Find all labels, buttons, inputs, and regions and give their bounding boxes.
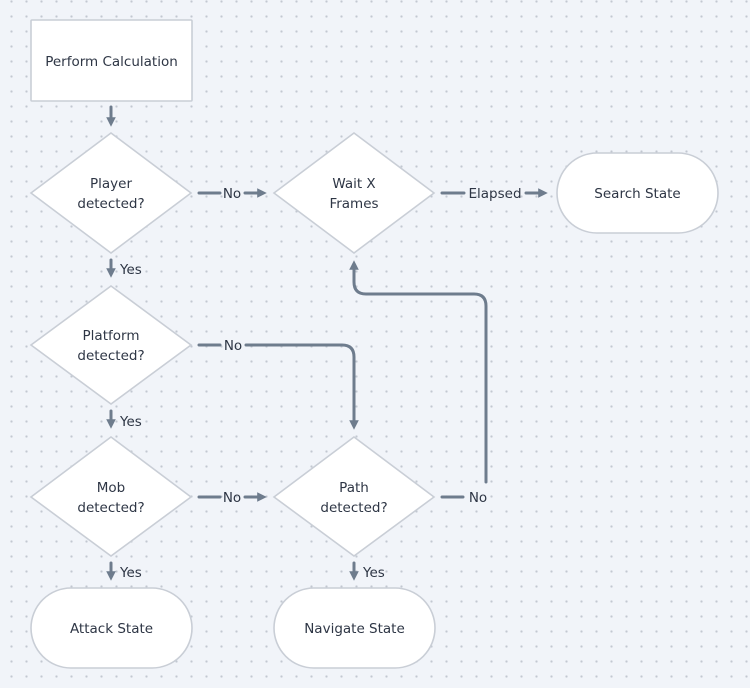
edge-wait-elapsed[interactable]: Elapsed (440, 186, 548, 202)
edge-platform-no[interactable]: No (197, 338, 359, 430)
edge-mob-yes[interactable]: Yes (106, 561, 142, 581)
node-label: Path (339, 480, 369, 496)
edge-label: Yes (119, 262, 142, 278)
node-attack-state[interactable]: Attack State (30, 587, 193, 669)
edge-path-no[interactable]: No (349, 260, 488, 506)
node-label: Player (90, 176, 132, 192)
node-label: Mob (97, 480, 125, 496)
node-label: detected? (77, 196, 144, 212)
node-label: Platform (83, 328, 140, 344)
node-label: detected? (77, 500, 144, 516)
node-wait-x-frames[interactable]: Wait X Frames (272, 132, 436, 254)
edge-label: No (223, 186, 241, 202)
edge-player-yes[interactable]: Yes (106, 258, 142, 278)
node-navigate-state[interactable]: Navigate State (273, 587, 436, 669)
edge-player-no[interactable]: No (197, 186, 267, 202)
node-platform-detected[interactable]: Platform detected? (29, 285, 193, 405)
node-label: detected? (320, 500, 387, 516)
node-label: Attack State (70, 621, 153, 637)
edge-path-yes[interactable]: Yes (349, 561, 385, 581)
node-label: Search State (594, 186, 680, 202)
edge-mob-no[interactable]: No (197, 490, 267, 506)
node-label: Wait X (332, 176, 375, 192)
edge-label: Yes (119, 565, 142, 581)
edge-label: No (469, 490, 487, 506)
edge-platform-yes[interactable]: Yes (106, 409, 142, 430)
node-label: Navigate State (304, 621, 405, 637)
node-label: Perform Calculation (45, 54, 178, 70)
edge-label: No (223, 490, 241, 506)
node-label: Frames (329, 196, 378, 212)
edge-label: Elapsed (468, 186, 521, 202)
node-perform-calculation[interactable]: Perform Calculation (30, 19, 193, 102)
node-path-detected[interactable]: Path detected? (272, 436, 436, 557)
edge-label: Yes (119, 414, 142, 430)
node-label: detected? (77, 348, 144, 364)
node-mob-detected[interactable]: Mob detected? (29, 436, 193, 557)
edge-label: Yes (362, 565, 385, 581)
node-search-state[interactable]: Search State (556, 152, 719, 234)
edge-label: No (224, 338, 242, 354)
node-player-detected[interactable]: Player detected? (29, 132, 193, 254)
